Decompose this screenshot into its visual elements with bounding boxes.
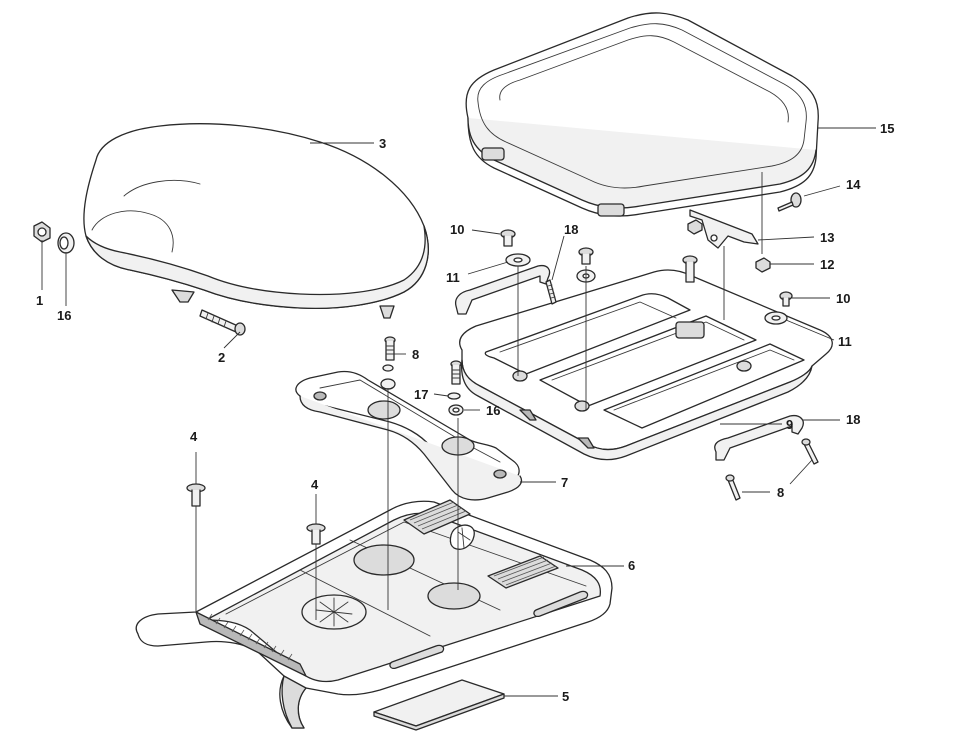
part-10-bolt-right: [779, 291, 793, 307]
callout-16-left: 16: [57, 308, 71, 323]
rack-right-bolt: [682, 255, 698, 283]
part-17-washer: [447, 392, 461, 400]
part-15-top-case: [465, 12, 819, 217]
part-18-screw: [545, 279, 557, 305]
part-4-bolt-left: [186, 483, 206, 507]
part-8-screw-lower-b: [801, 438, 819, 465]
part-14-screw: [777, 192, 802, 212]
part-12-nut: [755, 257, 771, 273]
callout-labels: 1 16 2 3 4 4 5 6 7 8 8 9 10 10 11 11 12 …: [36, 121, 894, 704]
part-3-saddle: [83, 123, 429, 319]
part-9-luggage-rack: [459, 269, 833, 461]
part-16-nut-center: [448, 404, 464, 416]
part-18-handle-lower: [714, 414, 804, 461]
hatch-left: [207, 613, 293, 661]
part-8-bolt-center: [380, 336, 396, 390]
callout-10-upper: 10: [450, 222, 464, 237]
callout-7: 7: [561, 475, 568, 490]
part-5-pad: [373, 679, 505, 731]
hatch-upper: [409, 501, 467, 530]
callout-9: 9: [786, 417, 793, 432]
callout-11-right: 11: [838, 334, 852, 349]
part-16-washer-left: [57, 232, 75, 254]
callout-2: 2: [218, 350, 225, 365]
callout-3: 3: [379, 136, 386, 151]
callout-8-center: 8: [412, 347, 419, 362]
part-8-screw-lower-a: [725, 474, 741, 501]
part-7-mounting-plate: [295, 370, 523, 501]
callout-4-center: 4: [311, 477, 319, 492]
callout-18-lower: 18: [846, 412, 860, 427]
part-11-washer-upper: [505, 253, 531, 267]
part-11-washer-right: [764, 311, 788, 325]
callout-14: 14: [846, 177, 861, 192]
callout-5: 5: [562, 689, 569, 704]
callout-13: 13: [820, 230, 834, 245]
callout-17: 17: [414, 387, 428, 402]
callout-1: 1: [36, 293, 43, 308]
bracket-nut: [687, 219, 703, 235]
part-6-base-tray: [135, 499, 613, 729]
part-8-bolt-right: [450, 360, 462, 385]
part-1-nut: [33, 221, 51, 243]
leader-lines: [41, 127, 876, 697]
callout-11-upper: 11: [446, 270, 460, 285]
callout-12: 12: [820, 257, 834, 272]
part-18-handle-upper: [454, 264, 551, 315]
callout-10-right: 10: [836, 291, 850, 306]
callout-4-left: 4: [190, 429, 198, 444]
callout-15: 15: [880, 121, 894, 136]
callout-18-upper: 18: [564, 222, 578, 237]
part-4-bolt-center: [306, 523, 326, 545]
callout-16-center: 16: [486, 403, 500, 418]
part-10-bolt-upper: [500, 229, 516, 247]
part-13-bracket: [689, 209, 759, 249]
hatch-right: [493, 556, 557, 586]
callout-6: 6: [628, 558, 635, 573]
callout-8-lower: 8: [777, 485, 784, 500]
part-2-bolt: [199, 309, 246, 336]
